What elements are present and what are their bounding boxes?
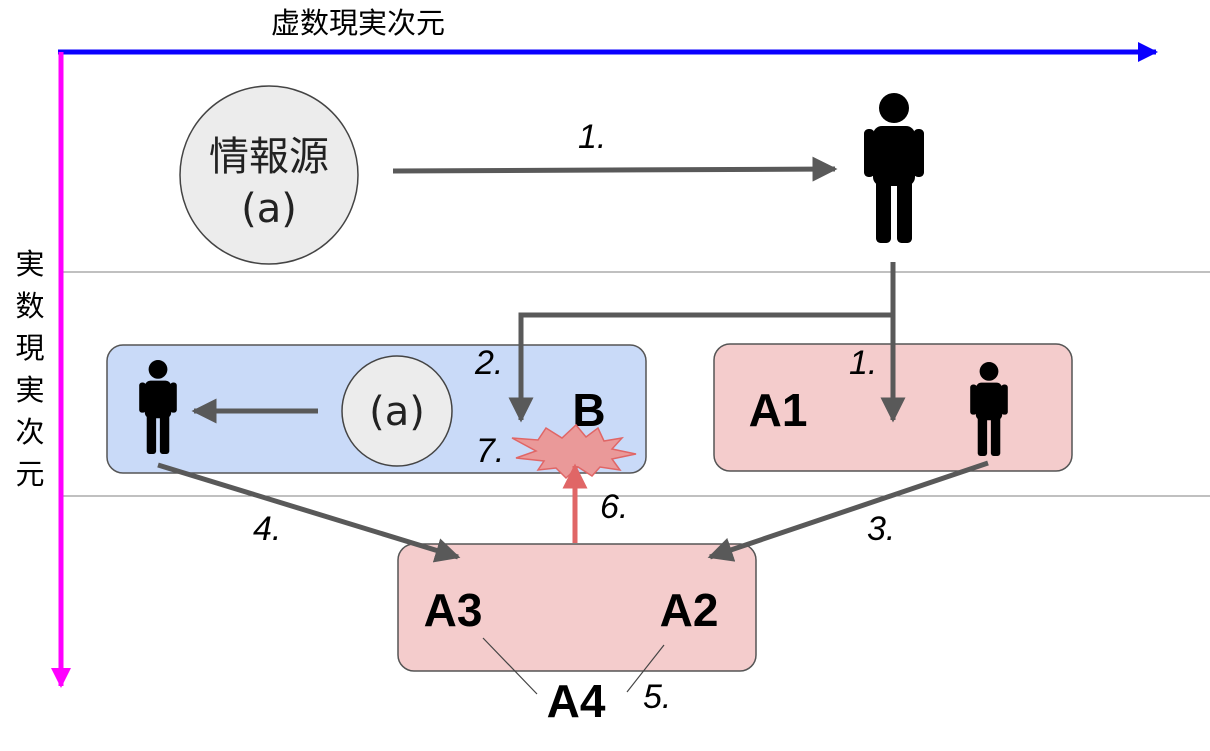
source-circle-title: 情報源 — [209, 134, 329, 180]
step-label-1-box: 1. — [849, 344, 877, 382]
real-axis-char: 次 — [15, 415, 44, 449]
step-label-5: 5. — [643, 678, 671, 716]
person-icon — [864, 93, 924, 243]
imaginary-axis-label: 虚数現実次元 — [271, 6, 445, 40]
arrow-step-4 — [157, 462, 461, 563]
box-b-circle-label: (a) — [369, 389, 425, 435]
step-label-6: 6. — [600, 488, 628, 526]
real-axis-char: 元 — [15, 457, 44, 491]
connector-a2-a4 — [626, 644, 665, 693]
step-label-4: 4. — [253, 510, 281, 548]
arrow-step-1-top — [392, 156, 838, 182]
box-a2-label: A2 — [660, 584, 719, 636]
source-circle — [179, 85, 359, 265]
real-axis-char: 実 — [15, 247, 44, 281]
box-a3-a2 — [397, 543, 757, 672]
step-label-1-top: 1. — [578, 118, 606, 156]
real-axis-char: 現 — [15, 331, 44, 365]
box-b-circle — [341, 355, 453, 467]
burst-icon — [511, 423, 637, 480]
step-label-7: 7. — [476, 432, 504, 470]
step-label-3: 3. — [867, 510, 895, 548]
box-a1-label: A1 — [749, 384, 808, 436]
source-circle-sub: (a) — [241, 186, 297, 232]
real-axis-char: 実 — [15, 373, 44, 407]
box-a3-label: A3 — [424, 584, 483, 636]
arrow-step-2 — [508, 312, 893, 423]
real-axis-char: 数 — [15, 289, 44, 323]
arrow-step-3 — [707, 460, 989, 562]
connector-a3-a4 — [482, 637, 538, 695]
step-label-2: 2. — [474, 344, 503, 382]
real-axis-label: 実 数 現 実 次 元 — [15, 247, 44, 491]
a4-label: A4 — [547, 675, 606, 727]
